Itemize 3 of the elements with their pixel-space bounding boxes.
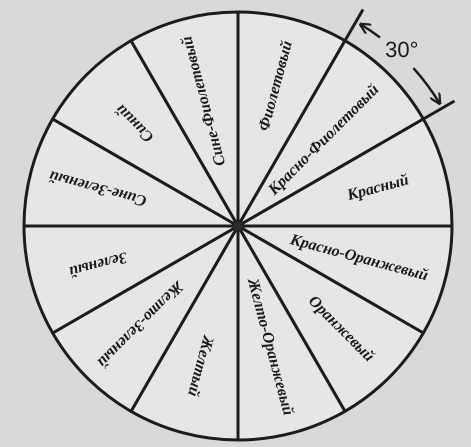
color-name: Зеленый [67, 247, 129, 280]
angle-label: 30° [385, 38, 418, 63]
color-name: Желтый [184, 334, 217, 398]
